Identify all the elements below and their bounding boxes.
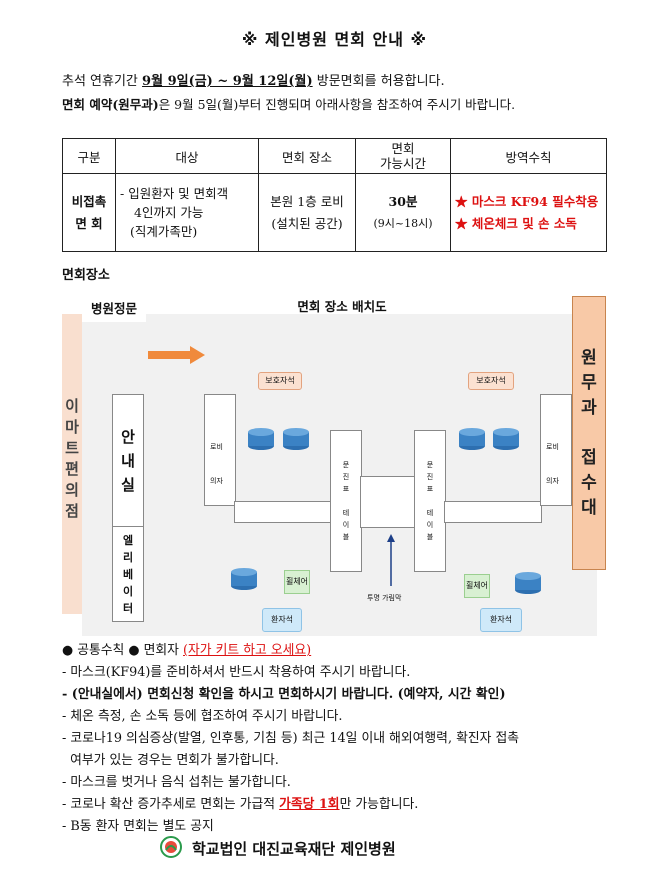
entrance-arrow-icon (148, 346, 205, 364)
reservation-text: 은 9월 5일(월)부터 진행되며 아래사항을 참조하여 주시기 바랍니다. (158, 97, 516, 112)
rule-item: 여부가 있는 경우는 면회가 불가합니다. (62, 753, 279, 768)
reception-desk: 원 무 과 접 수 대 (572, 296, 606, 570)
reservation-label: 면회 예약(원무과) (62, 97, 159, 112)
bin-icon (248, 428, 274, 450)
visit-info-table: 구분 대상 면회 장소 면회 가능시간 방역수칙 비접촉 면 회 - 입원환자 … (62, 138, 607, 252)
bin-icon (283, 428, 309, 450)
intro-line-2: 면회 예약(원무과)은 9월 5일(월)부터 진행되며 아래사항을 참조하여 주… (62, 94, 515, 113)
diagram-title: 면회 장소 배치도 (297, 299, 387, 314)
holiday-dates: 9월 9일(금) ~ 9월 12일(월) (142, 74, 313, 89)
info-desk: 안 내 실 (112, 394, 144, 528)
target-line-1: - 입원환자 및 면회객 (120, 186, 229, 201)
limit-suffix: 만 가능합니다. (339, 797, 419, 812)
limit-highlight: 가족당 1회 (279, 797, 340, 812)
cell-time: 30분 (9시~18시) (355, 173, 451, 252)
place-line-1: 본원 1층 로비 (270, 193, 344, 209)
rule-item: - B동 환자 면회는 별도 공지 (62, 819, 214, 834)
chair-label-left: 의자 (210, 477, 223, 485)
mart-area (62, 314, 82, 614)
cell-type: 비접촉 면 회 (62, 173, 116, 252)
elevator: 엘 리 베 이 터 (112, 526, 144, 622)
partition-arrow-icon (387, 534, 395, 586)
chair-label-right: 의자 (546, 477, 559, 485)
wheelchair-left: 휠체어 (284, 570, 310, 594)
page-title: ※ 제인병원 면회 안내 ※ (241, 30, 428, 49)
cell-target: - 입원환자 및 면회객 4인까지 가능 (직계가족만) (115, 173, 259, 252)
guardian-seat-right: 보호자석 (468, 372, 514, 390)
limit-prefix: - 코로나 확산 증가추세로 면회는 가급적 (62, 797, 280, 812)
lobby-label-right: 로비 (546, 443, 559, 451)
bin-icon (493, 428, 519, 450)
time-line-2: (9시~18시) (373, 216, 433, 230)
rule-mask: ★ 마스크 KF94 필수착용 (455, 193, 599, 209)
right-bench (540, 394, 572, 506)
mart-label: 이 마 트 편 의 점 (65, 397, 79, 520)
bin-icon (515, 572, 541, 594)
rule-item: - 마스크(KF94)를 준비하셔서 반드시 착용하여 주시기 바랍니다. (62, 665, 411, 680)
rules-heading-note: (자가 키트 하고 오세요) (183, 643, 312, 658)
rule-item: - 체온 측정, 손 소독 등에 협조하여 주시기 바랍니다. (62, 709, 343, 724)
cell-rules: ★ 마스크 KF94 필수착용 ★ 체온체크 및 손 소독 (450, 173, 607, 252)
header-rules: 방역수칙 (450, 138, 607, 174)
rule-visit-limit: - 코로나 확산 증가추세로 면회는 가급적 가족당 1회만 가능합니다. (62, 794, 519, 816)
rule-temperature: ★ 체온체크 및 손 소독 (455, 215, 577, 231)
target-line-2: 4인까지 가능 (134, 205, 204, 220)
cell-place: 본원 1층 로비 (설치된 공간) (258, 173, 356, 252)
patient-seat-left: 환자석 (262, 608, 302, 632)
left-bench (204, 394, 236, 506)
interview-table-left: 문 진 표 테 이 블 (330, 430, 362, 572)
intro-prefix: 추석 연휴기간 (62, 74, 143, 89)
rule-item: - (안내실에서) 면회신청 확인을 하시고 면회하시기 바랍니다. (예약자,… (62, 687, 506, 702)
header-place: 면회 장소 (258, 138, 356, 174)
intro-suffix: 방문면회를 허용합니다. (312, 74, 445, 89)
lobby-label-left: 로비 (210, 443, 223, 451)
right-divider (444, 501, 542, 523)
bin-icon (231, 568, 257, 590)
partition-label: 투명 가림막 (367, 594, 402, 602)
footer-organization: 학교법인 대진교육재단 제인병원 (192, 840, 396, 858)
rule-item: - 코로나19 의심증상(발열, 인후통, 기침 등) 최근 14일 이내 해외… (62, 731, 520, 746)
partition-box (360, 476, 416, 528)
intro-line-1: 추석 연휴기간 9월 9일(금) ~ 9월 12일(월) 방문면회를 허용합니다… (62, 70, 445, 89)
place-line-2: (설치된 공간) (271, 215, 343, 231)
rule-item: - 마스크를 벗거나 음식 섭취는 불가합니다. (62, 775, 291, 790)
hospital-logo-icon (160, 836, 182, 858)
header-time: 면회 가능시간 (355, 138, 451, 174)
section-title: 면회장소 (62, 268, 110, 283)
rules-heading-text: ● 공통수칙 ● 면회자 (62, 643, 184, 658)
rules-list: ● 공통수칙 ● 면회자 (자가 키트 하고 오세요) - 마스크(KF94)를… (62, 640, 519, 838)
patient-seat-right: 환자석 (480, 608, 522, 632)
bin-icon (459, 428, 485, 450)
floor-plan: 이 마 트 편 의 점 병원정문 면회 장소 배치도 원 무 과 접 수 대 안… (62, 296, 607, 636)
time-line-1: 30분 (388, 193, 418, 209)
target-line-3: (직계가족만) (130, 224, 198, 239)
main-gate-label: 병원정문 (82, 296, 146, 322)
header-target: 대상 (115, 138, 259, 174)
wheelchair-right: 휠체어 (464, 574, 490, 598)
rules-heading: ● 공통수칙 ● 면회자 (자가 키트 하고 오세요) (62, 640, 519, 662)
guardian-seat-left: 보호자석 (258, 372, 302, 390)
header-category: 구분 (62, 138, 116, 174)
interview-table-right: 문 진 표 테 이 블 (414, 430, 446, 572)
left-divider (234, 501, 331, 523)
